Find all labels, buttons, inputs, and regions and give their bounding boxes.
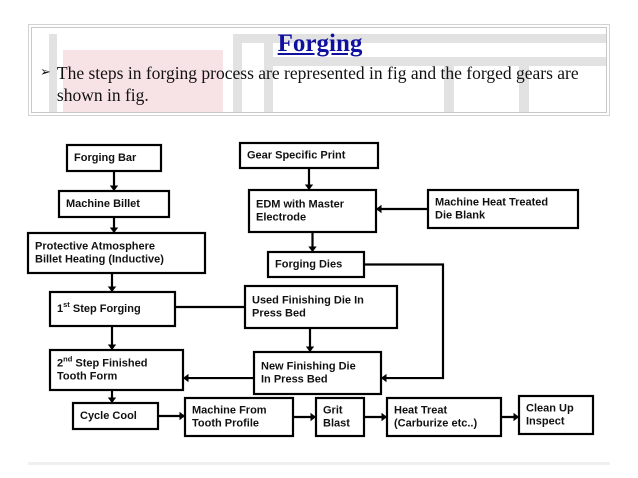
flowchart-node-label: Machine Heat Treated [435,196,548,208]
flowchart-node-label: Press Bed [252,307,306,319]
flowchart-node-label: Blast [323,417,350,429]
arrowhead-e-heat-treat-clean-up [513,412,519,422]
watermark-horizontal-bar-2 [264,57,606,66]
flowchart-node-label: EDM with Master [256,198,345,210]
watermark-vertical-bar-3 [264,43,273,112]
flowchart-node-label: Forging Dies [275,258,342,270]
arrowhead-e-machine-tooth-grit-blast [310,412,316,422]
flowchart-node-label: Tooth Form [57,370,117,382]
flowchart-node-label: Forging Bar [74,152,137,164]
flowchart-node-gear-specific-print: Gear Specific Print [238,141,380,170]
flowchart-node-label: Electrode [256,211,306,223]
flowchart-node-label: (Carburize etc..) [394,417,477,429]
flowchart-node-label: Billet Heating (Inductive) [35,253,164,265]
flowchart-node-label: In Press Bed [261,373,328,385]
arrowhead-e-forging-dies-new-finishing-die [381,373,387,383]
flowchart-node-label: Cycle Cool [80,410,137,422]
watermark-pink-block [63,50,223,112]
watermark-vertical-bar-4 [444,66,454,112]
arrowhead-e-die-blank-edm [376,204,382,214]
flowchart-edges [107,168,519,422]
flowchart-node-label: Heat Treat [394,404,448,416]
arrowhead-e-protective-first-step [107,286,117,292]
arrowhead-e-edm-forging-dies [308,246,317,252]
watermark-vertical-bar-5 [519,66,529,112]
slide-header-frame: Forging ➢ The steps in forging process a… [31,27,607,113]
flowchart-node-label: Protective Atmosphere [35,240,155,252]
flowchart-node-forging-bar: Forging Bar [65,143,163,173]
arrowhead-e-cycle-cool-machine-tooth [179,411,185,421]
arrowhead-e-first-step-second-step [107,344,117,350]
flowchart-node-label: Grit [323,404,343,416]
flowchart-node-cycle-cool: Cycle Cool [71,401,160,431]
flowchart-node-label: Tooth Profile [192,417,259,429]
flowchart-node-label: 1st Step Forging [57,300,141,315]
flowchart-node-forging-dies: Forging Dies [266,250,366,279]
bullet-row: ➢ The steps in forging process are repre… [40,62,604,106]
flowchart-node-label: Die Blank [435,209,486,221]
page-title: Forging [277,30,363,57]
flowchart-node-heat-treat: Heat Treat(Carburize etc..) [385,396,503,438]
arrowhead-e-machine-billet-protective [109,227,119,233]
flowchart-edge-e-forging-dies-new-finishing-die [364,263,445,380]
slide-bottom-rule [28,462,610,465]
watermark-horizontal-bar-1 [233,34,606,43]
arrowhead-e-second-step-cycle-cool [107,397,117,403]
flowchart-node-machine-billet: Machine Billet [57,189,171,219]
flowchart-node-label: Gear Specific Print [247,149,346,161]
flowchart-node-label: Used Finishing Die In [252,294,364,306]
watermark-vertical-bar-1 [49,34,57,112]
flowchart-node-label: Inspect [526,415,565,427]
arrowhead-e-forging-bar-machine-billet [109,185,119,191]
arrowhead-e-gear-print-edm [304,184,314,190]
flowchart-node-label: New Finishing Die [261,360,356,372]
flowchart-node-first-step-forging: 1st Step Forging [48,290,177,328]
bullet-arrow-icon: ➢ [40,65,51,80]
bullet-text: The steps in forging process are represe… [56,63,579,105]
arrowhead-e-new-die-second-step [183,373,189,383]
flowchart-node-label: 2nd Step Finished [57,354,147,369]
flowchart-node-label: Machine Billet [66,198,140,210]
flowchart-node-label: Machine From [192,404,267,416]
arrowhead-e-used-die-new-die [305,346,315,352]
arrowhead-e-grit-blast-heat-treat [381,412,387,422]
flowchart-node-label: Clean Up [526,402,574,414]
watermark-vertical-bar-2 [233,34,242,112]
